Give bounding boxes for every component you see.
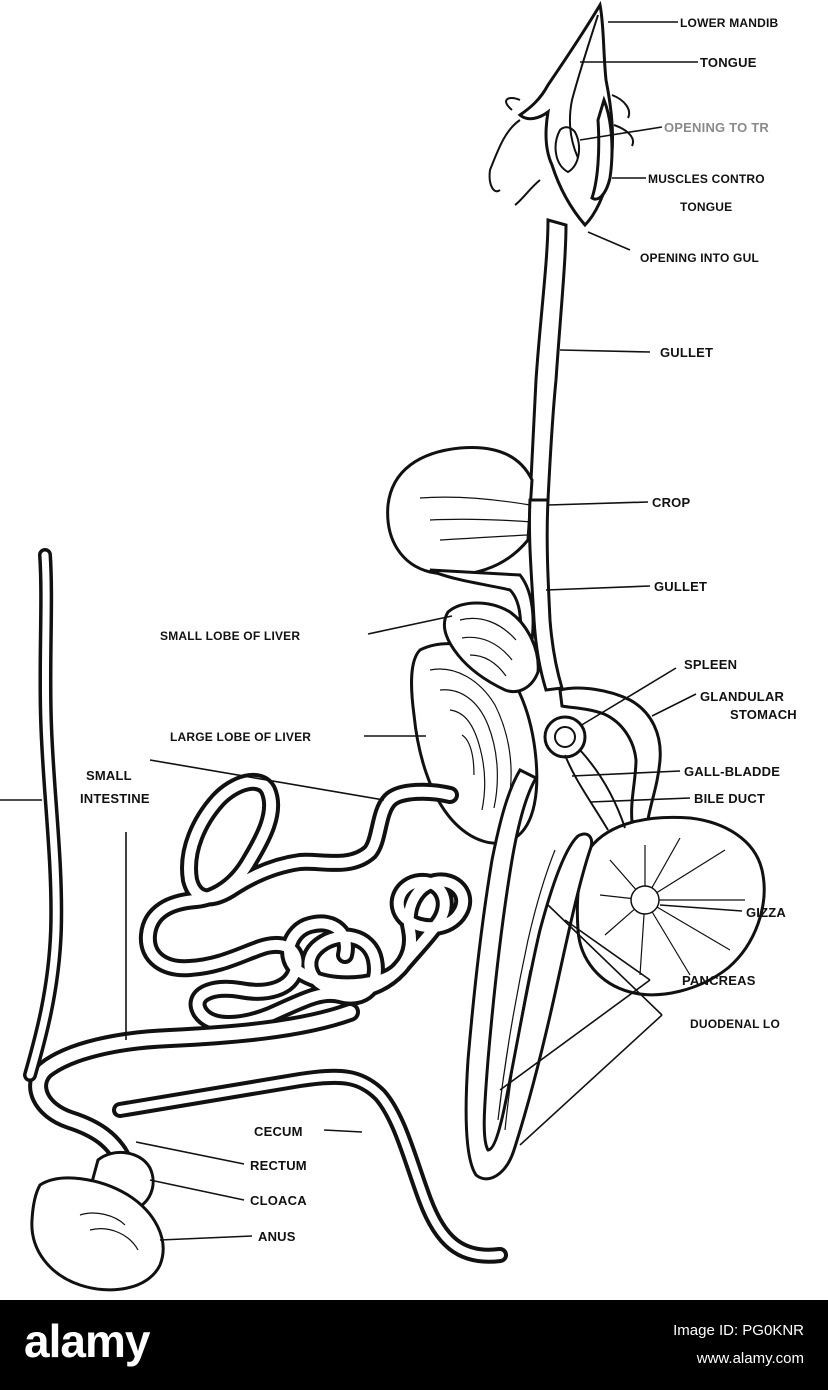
leader-lines bbox=[0, 21, 743, 1241]
leader-gullet-upper bbox=[559, 349, 651, 353]
pancreas-inner bbox=[497, 849, 556, 1131]
bile-duct-shape bbox=[564, 749, 626, 831]
right-whisker bbox=[611, 94, 634, 147]
watermark-footer: alamy Image ID: PG0KNR www.alamy.com bbox=[0, 1300, 828, 1390]
leader-small-lobe bbox=[367, 615, 453, 635]
small-liver-lobe bbox=[442, 601, 540, 694]
leader-opening-gullet bbox=[587, 231, 631, 251]
tongue-shape bbox=[569, 14, 599, 159]
label-opening-trachea: OPENING TO TR bbox=[664, 120, 769, 135]
label-small-intestine-2: INTESTINE bbox=[80, 791, 150, 806]
label-glandular-2: STOMACH bbox=[730, 707, 797, 722]
tongue-muscle-shape bbox=[590, 95, 614, 201]
leader-spleen bbox=[579, 667, 677, 727]
label-small-lobe-liver: SMALL LOBE OF LIVER bbox=[160, 629, 300, 643]
leader-gall-bladder bbox=[571, 770, 681, 777]
label-gullet-lower: GULLET bbox=[654, 579, 707, 594]
label-cecum: CECUM bbox=[254, 1124, 303, 1139]
label-muscles-1: MUSCLES CONTRO bbox=[648, 172, 765, 186]
leader-cloaca bbox=[149, 1179, 245, 1201]
label-gall-bladder: GALL-BLADDE bbox=[684, 764, 780, 779]
crop-duct bbox=[429, 568, 535, 642]
ceca bbox=[23, 548, 508, 1264]
leader-rectum bbox=[135, 1141, 245, 1165]
duodenal-loop-outer bbox=[464, 768, 594, 1181]
label-rectum: RECTUM bbox=[250, 1158, 307, 1173]
lower-intestine-highlight bbox=[32, 1006, 356, 1171]
cloaca-region bbox=[30, 1150, 165, 1292]
small-intestine bbox=[28, 772, 473, 1175]
leader-cecum bbox=[323, 1129, 363, 1133]
labels: LOWER MANDIB TONGUE OPENING TO TR MUSCLE… bbox=[80, 16, 797, 1244]
intestine-highlight bbox=[142, 776, 469, 1029]
gizzard-center bbox=[630, 885, 660, 915]
label-large-lobe-liver: LARGE LOBE OF LIVER bbox=[170, 730, 311, 744]
cloaca-shape bbox=[30, 1176, 165, 1292]
anus-opening bbox=[79, 1212, 139, 1251]
alamy-logo: alamy bbox=[24, 1315, 150, 1367]
label-bile-duct: BILE DUCT bbox=[694, 791, 765, 806]
label-glandular-1: GLANDULAR bbox=[700, 689, 785, 704]
label-crop: CROP bbox=[652, 495, 690, 510]
digestive-system-diagram: LOWER MANDIB TONGUE OPENING TO TR MUSCLE… bbox=[0, 0, 797, 1292]
gizzard-rays bbox=[599, 837, 745, 976]
label-duodenal-loop: DUODENAL LO bbox=[690, 1017, 780, 1031]
image-id-label: Image ID: PG0KNR bbox=[673, 1322, 804, 1339]
leader-crop bbox=[547, 501, 649, 506]
leader-pancreas-1 bbox=[564, 919, 651, 981]
leader-glandular bbox=[651, 693, 697, 717]
leader-opening-trachea bbox=[579, 126, 663, 141]
leader-bile-duct bbox=[589, 797, 691, 803]
leader-gullet-lower bbox=[545, 585, 651, 591]
lower-gullet-tube bbox=[527, 498, 564, 692]
gizzard-region bbox=[564, 749, 766, 997]
small-liver-lines bbox=[459, 617, 517, 677]
spleen-shape bbox=[543, 715, 587, 759]
head-region bbox=[488, 0, 634, 228]
label-tongue: TONGUE bbox=[700, 55, 757, 70]
label-opening-gullet: OPENING INTO GUL bbox=[640, 251, 759, 265]
leader-pancreas-2 bbox=[499, 979, 651, 1091]
spleen-core bbox=[554, 726, 576, 748]
right-cecum-highlight bbox=[116, 1072, 504, 1260]
leader-duodenal-1 bbox=[547, 904, 663, 1016]
leader-small-intestine bbox=[149, 759, 385, 801]
trachea-opening-shape bbox=[554, 126, 581, 174]
leader-anus bbox=[159, 1235, 253, 1241]
lower-mandible-shape bbox=[517, 0, 614, 228]
leader-duodenal-2 bbox=[519, 1014, 663, 1146]
label-pancreas: PANCREAS bbox=[682, 973, 756, 988]
label-muscles-2: TONGUE bbox=[680, 200, 732, 214]
label-small-intestine-1: SMALL bbox=[86, 768, 132, 783]
label-gullet-upper: GULLET bbox=[660, 345, 713, 360]
upper-gullet-tube bbox=[528, 218, 568, 502]
left-whisker bbox=[488, 97, 541, 206]
website-link[interactable]: www.alamy.com bbox=[696, 1350, 804, 1367]
gullet-crop-region bbox=[386, 218, 568, 692]
large-liver-lines bbox=[429, 668, 512, 811]
label-cloaca: CLOACA bbox=[250, 1193, 307, 1208]
label-spleen: SPLEEN bbox=[684, 657, 737, 672]
left-cecum-highlight bbox=[26, 551, 60, 1079]
label-anus: ANUS bbox=[258, 1229, 296, 1244]
label-gizzard: GIZZA bbox=[746, 905, 786, 920]
crop-folds bbox=[419, 496, 533, 541]
label-lower-mandible: LOWER MANDIB bbox=[680, 16, 779, 30]
leader-gizzard bbox=[659, 904, 743, 912]
duodenal-loop-region bbox=[464, 768, 594, 1181]
crop-sac bbox=[386, 445, 534, 576]
